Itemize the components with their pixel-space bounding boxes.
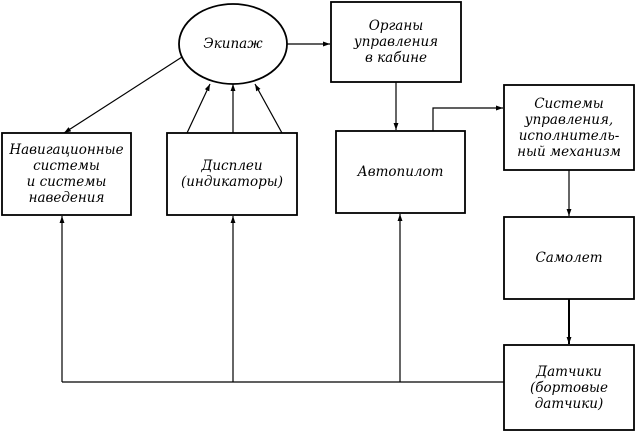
displays-label: Дисплеи (индикаторы) <box>168 134 296 214</box>
control-systems-box <box>503 84 635 171</box>
navigation-line: и системы <box>26 174 107 190</box>
sensors-box <box>503 344 635 431</box>
arrow-displays-to-crew-left <box>186 83 211 134</box>
navigation-line: наведения <box>28 190 105 206</box>
control-systems-line: исполнитель- <box>518 127 620 144</box>
cockpit-controls-line: управления <box>353 34 439 50</box>
control-systems-label: Системы управления, исполнитель- ный мех… <box>505 86 633 169</box>
displays-line: Дисплеи <box>201 158 263 174</box>
navigation-line: системы <box>33 158 100 174</box>
autopilot-label: Автопилот <box>337 132 464 212</box>
arrow-displays-to-crew-right <box>254 83 283 134</box>
arrow-autopilot-to-control-systems <box>432 105 503 131</box>
navigation-box <box>1 132 132 216</box>
cockpit-controls-box <box>330 1 462 83</box>
navigation-line: Навигационные <box>9 142 124 158</box>
control-systems-line: управления, <box>524 111 614 128</box>
arrow-crew-to-navigation <box>63 56 183 134</box>
control-systems-line: Системы <box>534 95 604 112</box>
displays-box <box>166 132 298 216</box>
autopilot-line: Автопилот <box>357 164 444 180</box>
displays-line: (индикаторы) <box>180 174 284 190</box>
cockpit-controls-line: в кабине <box>364 50 428 66</box>
cockpit-controls-line: Органы <box>368 18 424 34</box>
sensors-line: датчики) <box>534 395 604 412</box>
control-systems-line: ный механизм <box>517 143 621 160</box>
aircraft-label: Самолет <box>505 218 633 298</box>
cockpit-controls-label: Органы управления в кабине <box>332 4 460 80</box>
autopilot-box <box>335 130 466 214</box>
sensors-label: Датчики (бортовые датчики) <box>505 346 633 429</box>
crew-label: Экипаж <box>180 24 286 64</box>
aircraft-line: Самолет <box>535 250 603 266</box>
navigation-label: Навигационные системы и системы наведени… <box>3 134 130 214</box>
crew-label-line: Экипаж <box>203 36 263 52</box>
sensors-line: (бортовые <box>529 379 609 396</box>
sensors-line: Датчики <box>536 363 602 380</box>
